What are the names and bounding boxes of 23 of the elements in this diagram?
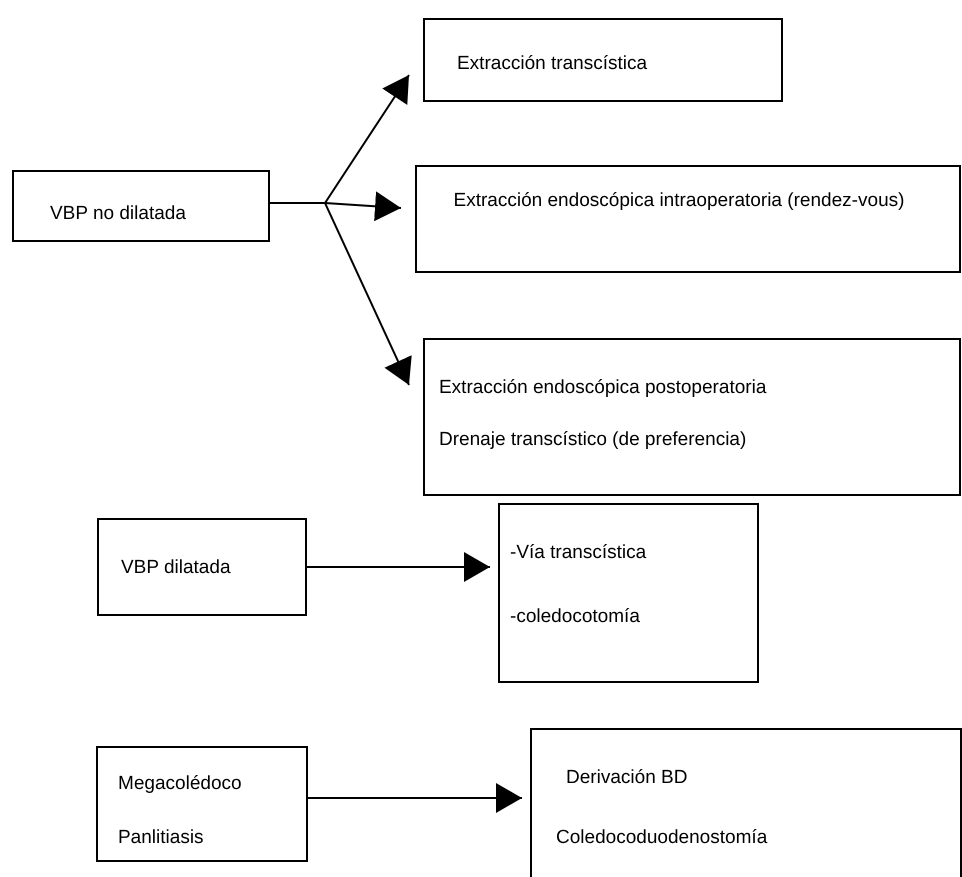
box-text: Extracción endoscópica intraoperatoria (rendez-vous) (452, 189, 906, 213)
box-text: Extracción endoscópica postoperatoria (439, 376, 766, 400)
arrow (270, 202, 412, 386)
box-text: VBP no dilatada (50, 202, 186, 226)
box-text: VBP dilatada (121, 556, 231, 580)
process-box (12, 170, 270, 242)
box-text: Megacolédoco (118, 772, 242, 796)
arrow (307, 552, 490, 582)
process-box (415, 165, 961, 273)
box-text: Coledocoduodenostomía (556, 826, 768, 850)
process-box (96, 746, 308, 862)
process-box (530, 728, 962, 877)
box-text: Drenaje transcístico (de preferencia) (439, 428, 746, 452)
arrow (308, 783, 522, 813)
box-text: -coledocotomía (510, 605, 640, 629)
process-box (423, 338, 961, 496)
process-box (498, 503, 759, 683)
box-text: Extracción transcística (457, 52, 648, 76)
box-text: Derivación BD (566, 766, 688, 790)
box-text: -Vía transcística (510, 541, 646, 565)
process-box (423, 18, 783, 102)
process-box (97, 518, 307, 616)
box-text: Panlitiasis (118, 826, 204, 850)
